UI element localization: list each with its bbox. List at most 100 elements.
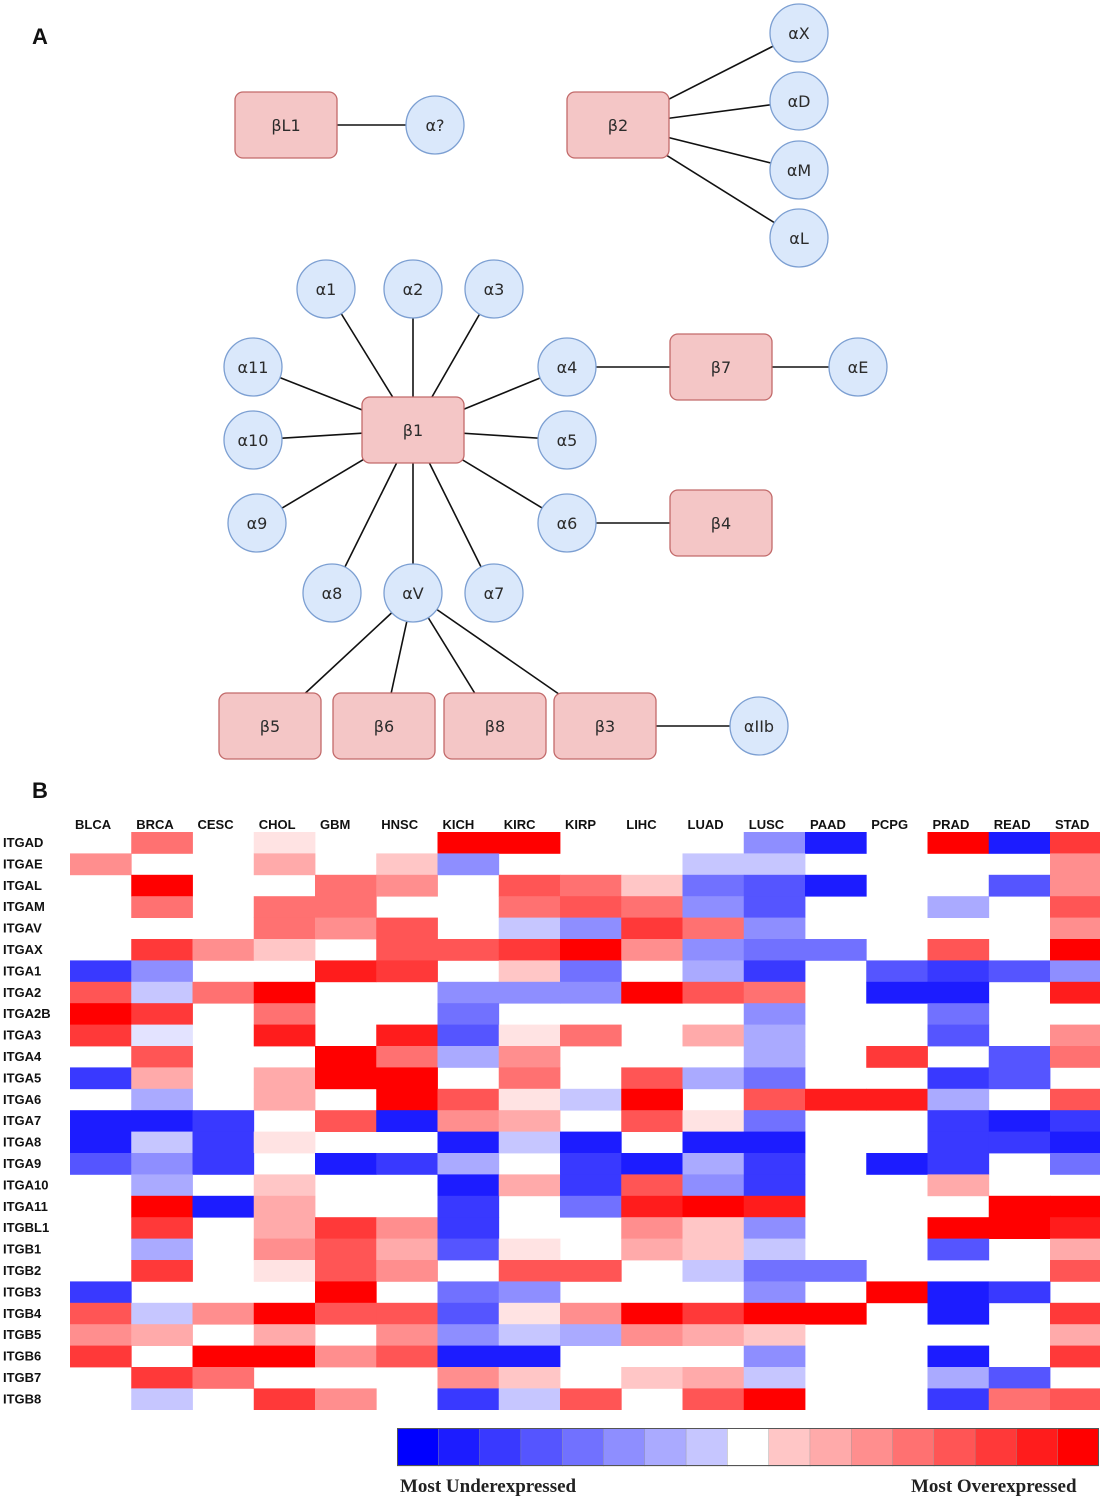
heatmap-cell-itga11-stad xyxy=(1050,1195,1100,1218)
alpha-node-label: αX xyxy=(788,24,810,43)
heatmap-cell-itga4-gbm xyxy=(315,1046,377,1068)
heatmap-cell-itgb2-stad xyxy=(1050,1260,1100,1282)
heatmap-cell-itga3-hnsc xyxy=(376,1024,438,1047)
beta-node-b2: β2 xyxy=(566,91,670,159)
heatmap-cell-itgax-lihc xyxy=(621,939,683,961)
heatmap-cell-itga4-lusc xyxy=(743,1046,806,1068)
column-label-kich: KICH xyxy=(443,817,475,832)
heatmap-cell-itgal-kirp xyxy=(560,874,622,897)
column-label-kirc: KIRC xyxy=(504,817,536,832)
heatmap-cell-itga9-pcpg xyxy=(866,1153,928,1175)
heatmap-cell-itgb1-luad xyxy=(682,1238,745,1261)
alpha-node-label: αIIb xyxy=(744,717,774,736)
heatmap-cell-itga2b-lusc xyxy=(743,1003,806,1025)
heatmap-cell-itgb5-hnsc xyxy=(376,1324,438,1346)
heatmap-cell-itgbl1-lihc xyxy=(621,1217,683,1239)
heatmap-cell-itgal-stad xyxy=(1050,874,1100,897)
heatmap-cell-itgav-chol xyxy=(253,917,316,940)
heatmap-cell-itgb1-gbm xyxy=(315,1238,377,1261)
heatmap-cell-itgb3-prad xyxy=(927,1281,990,1304)
row-label-itga7: ITGA7 xyxy=(3,1113,41,1128)
heatmap-cell-itga5-kirc xyxy=(498,1067,561,1090)
heatmap-cell-itga1-pcpg xyxy=(866,960,928,983)
heatmap-cell-itgae-blca xyxy=(70,853,132,876)
heatmap-cell-itgb6-hnsc xyxy=(376,1345,438,1368)
heatmap-cell-itga9-brca xyxy=(131,1153,193,1175)
heatmap-cell-itgb6-kich xyxy=(437,1345,500,1368)
heatmap-cell-itgb7-read xyxy=(988,1367,1051,1389)
column-label-chol: CHOL xyxy=(259,817,296,832)
heatmap-cell-itgb5-kich xyxy=(437,1324,500,1346)
heatmap-cell-itgb6-kirc xyxy=(498,1345,561,1368)
heatmap-cell-itga8-chol xyxy=(253,1131,316,1154)
heatmap-cell-itgae-luad xyxy=(682,853,745,876)
heatmap-cell-itga4-kirc xyxy=(498,1046,561,1068)
row-label-itgae: ITGAE xyxy=(3,856,43,871)
heatmap-cell-itga10-luad xyxy=(682,1174,745,1197)
heatmap-cell-itga9-kich xyxy=(437,1153,500,1175)
heatmap-cell-itga9-cesc xyxy=(192,1153,255,1175)
alpha-node-aL: αL xyxy=(769,208,829,268)
scale-swatch xyxy=(851,1428,894,1467)
alpha-node-aD: αD xyxy=(769,71,829,131)
heatmap-cell-itga10-brca xyxy=(131,1174,193,1197)
heatmap-cell-itga5-chol xyxy=(253,1067,316,1090)
heatmap-cell-itga8-luad xyxy=(682,1131,745,1154)
heatmap-cell-itga6-pcpg xyxy=(866,1088,928,1111)
heatmap-cell-itga2-kirp xyxy=(560,981,622,1004)
heatmap-cell-itgb8-brca xyxy=(131,1388,193,1410)
row-label-itga8: ITGA8 xyxy=(3,1135,41,1150)
heatmap-cell-itgb1-kich xyxy=(437,1238,500,1261)
scale-swatch xyxy=(892,1428,935,1467)
heatmap-cell-itga9-lusc xyxy=(743,1153,806,1175)
beta-node-label: β5 xyxy=(260,717,280,736)
heatmap-cell-itga2b-brca xyxy=(131,1003,193,1025)
heatmap-cell-itgb6-stad xyxy=(1050,1345,1100,1368)
heatmap-cell-itga9-stad xyxy=(1050,1153,1100,1175)
heatmap-cell-itga2-chol xyxy=(253,981,316,1004)
beta-node-b8: β8 xyxy=(443,692,547,760)
heatmap-cell-itgb4-lusc xyxy=(743,1302,806,1325)
heatmap-cell-itgb2-hnsc xyxy=(376,1260,438,1282)
heatmap-cell-itga2-kirc xyxy=(498,981,561,1004)
heatmap-cell-itgam-kirc xyxy=(498,896,561,918)
heatmap-cell-itgbl1-chol xyxy=(253,1217,316,1239)
heatmap-cell-itgad-paad xyxy=(805,832,867,854)
heatmap-cell-itga2-luad xyxy=(682,981,745,1004)
heatmap-cell-itga5-luad xyxy=(682,1067,745,1090)
color-scale-bar xyxy=(397,1428,1099,1467)
heatmap-cell-itgb5-lusc xyxy=(743,1324,806,1346)
heatmap-cell-itgbl1-brca xyxy=(131,1217,193,1239)
column-label-stad: STAD xyxy=(1055,817,1089,832)
scale-swatch xyxy=(1057,1428,1099,1467)
heatmap-cell-itga7-brca xyxy=(131,1110,193,1132)
heatmap-cell-itgb4-blca xyxy=(70,1302,132,1325)
alpha-node-aV: αV xyxy=(383,563,443,623)
scale-swatch xyxy=(685,1428,729,1467)
heatmap-cell-itgb3-blca xyxy=(70,1281,132,1304)
heatmap-cell-itgav-kirp xyxy=(560,917,622,940)
row-label-itgax: ITGAX xyxy=(3,942,43,957)
heatmap-cell-itgb7-lihc xyxy=(621,1367,683,1389)
heatmap-cell-itgae-lusc xyxy=(743,853,806,876)
alpha-node-label: α3 xyxy=(484,280,505,299)
heatmap-cell-itgb5-stad xyxy=(1050,1324,1100,1346)
beta-node-label: β8 xyxy=(485,717,505,736)
heatmap-cell-itgax-kich xyxy=(437,939,500,961)
heatmap-cell-itga3-stad xyxy=(1050,1024,1100,1047)
scale-swatch xyxy=(397,1428,439,1467)
heatmap-cell-itga8-prad xyxy=(927,1131,990,1154)
heatmap-cell-itgad-kirc xyxy=(498,832,561,854)
scale-swatch xyxy=(438,1428,481,1467)
heatmap-cell-itgad-chol xyxy=(253,832,316,854)
heatmap-cell-itgb6-lusc xyxy=(743,1345,806,1368)
heatmap-cell-itgb6-gbm xyxy=(315,1345,377,1368)
heatmap-cell-itga3-brca xyxy=(131,1024,193,1047)
heatmap-cell-itgb1-hnsc xyxy=(376,1238,438,1261)
heatmap-cell-itgae-kich xyxy=(437,853,500,876)
heatmap-cell-itgb1-prad xyxy=(927,1238,990,1261)
column-label-lihc: LIHC xyxy=(626,817,657,832)
heatmap-cell-itga7-hnsc xyxy=(376,1110,438,1132)
row-label-itga1: ITGA1 xyxy=(3,963,41,978)
heatmap-cell-itga7-kirc xyxy=(498,1110,561,1132)
